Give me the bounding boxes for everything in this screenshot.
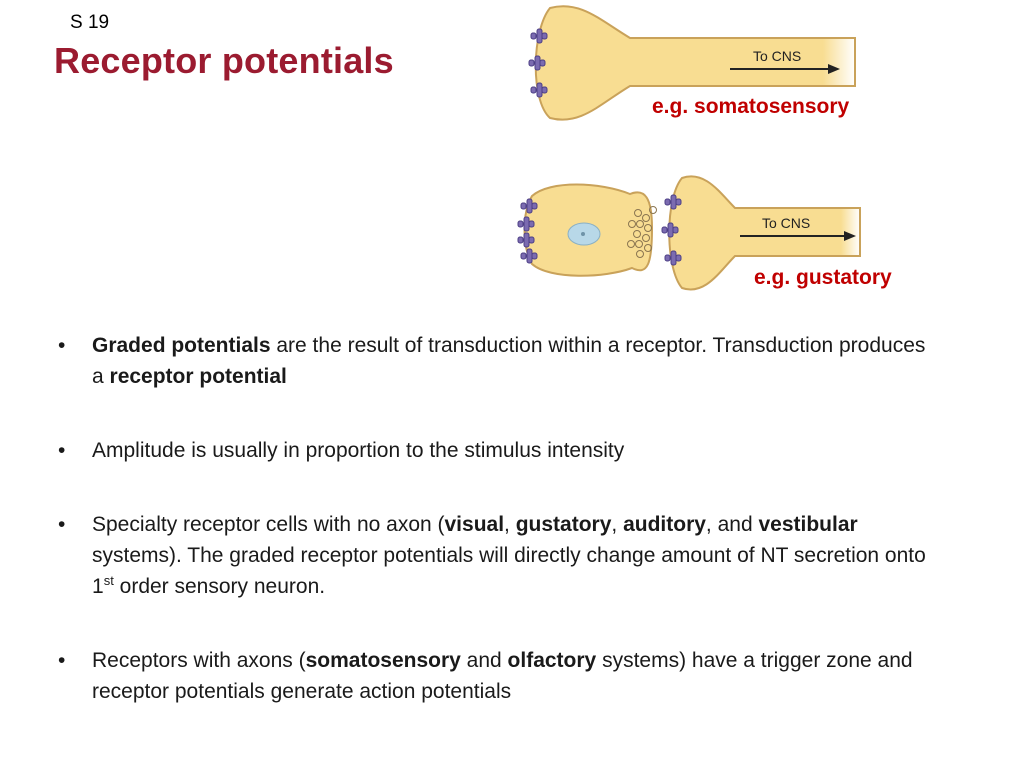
- bullet-text: order sensory neuron.: [113, 575, 326, 598]
- bullet-emphasis: olfactory: [507, 649, 597, 672]
- bullet-emphasis: visual: [444, 513, 505, 536]
- bullet-marker: •: [58, 649, 66, 672]
- to-cns-arrow-2: [740, 231, 856, 241]
- bullet-emphasis: somatosensory: [305, 649, 461, 672]
- bullet-item: • Receptors with axons (somatosensory and…: [58, 645, 938, 707]
- bullet-text: ,: [504, 513, 516, 536]
- slide-title: Receptor potentials: [54, 40, 394, 81]
- synaptic-vesicles: [627, 206, 657, 258]
- somatosensory-receptor-figure: To CNS: [520, 0, 870, 130]
- somatosensory-neuron-illustration: To CNS: [528, 5, 856, 121]
- bullet-item: • Graded potentials are the result of tra…: [58, 330, 938, 392]
- gustatory-receptor-figure: To CNS: [510, 168, 870, 298]
- bullet-text: , and: [705, 513, 759, 536]
- bullet-emphasis: auditory: [623, 513, 706, 536]
- bullet-text: and: [460, 649, 508, 672]
- bullet-text: systems). The graded receptor potentials…: [92, 544, 926, 598]
- slide-number: S 19: [70, 12, 110, 33]
- membrane-receptors: [528, 28, 548, 98]
- bullet-emphasis: vestibular: [758, 513, 858, 536]
- bullet-list: • Graded potentials are the result of tra…: [58, 330, 938, 707]
- bullet-marker: •: [58, 334, 66, 357]
- bullet-text: Amplitude is usually in proportion to th…: [92, 439, 625, 462]
- bullet-text: Receptors with axons (: [92, 649, 306, 672]
- bullet-emphasis: Graded potentials: [92, 334, 271, 357]
- bullet-item: • Specialty receptor cells with no axon (…: [58, 509, 938, 602]
- bullet-text: ,: [611, 513, 624, 536]
- bullet-emphasis: receptor potential: [109, 365, 287, 388]
- to-cns-arrow-1: [730, 64, 840, 74]
- somatosensory-caption: e.g. somatosensory: [652, 95, 850, 118]
- bullet-text: st: [103, 573, 114, 588]
- bullet-marker: •: [58, 513, 66, 536]
- bullet-text: are the result of transduction within a …: [92, 334, 926, 388]
- gustatory-caption: e.g. gustatory: [754, 266, 892, 289]
- to-cns-label-2: To CNS: [762, 215, 810, 231]
- bullet-text: systems) have a trigger zone and recepto…: [92, 649, 913, 703]
- gustatory-cell-illustration: To CNS: [517, 175, 861, 291]
- bullet-emphasis: gustatory: [515, 513, 612, 536]
- bullet-marker: •: [58, 439, 66, 462]
- bullet-item: • Amplitude is usually in proportion to t…: [58, 435, 938, 466]
- membrane-receptors-2: [517, 194, 682, 266]
- bullet-text: Specialty receptor cells with no axon (: [92, 513, 445, 536]
- to-cns-label-1: To CNS: [753, 48, 801, 64]
